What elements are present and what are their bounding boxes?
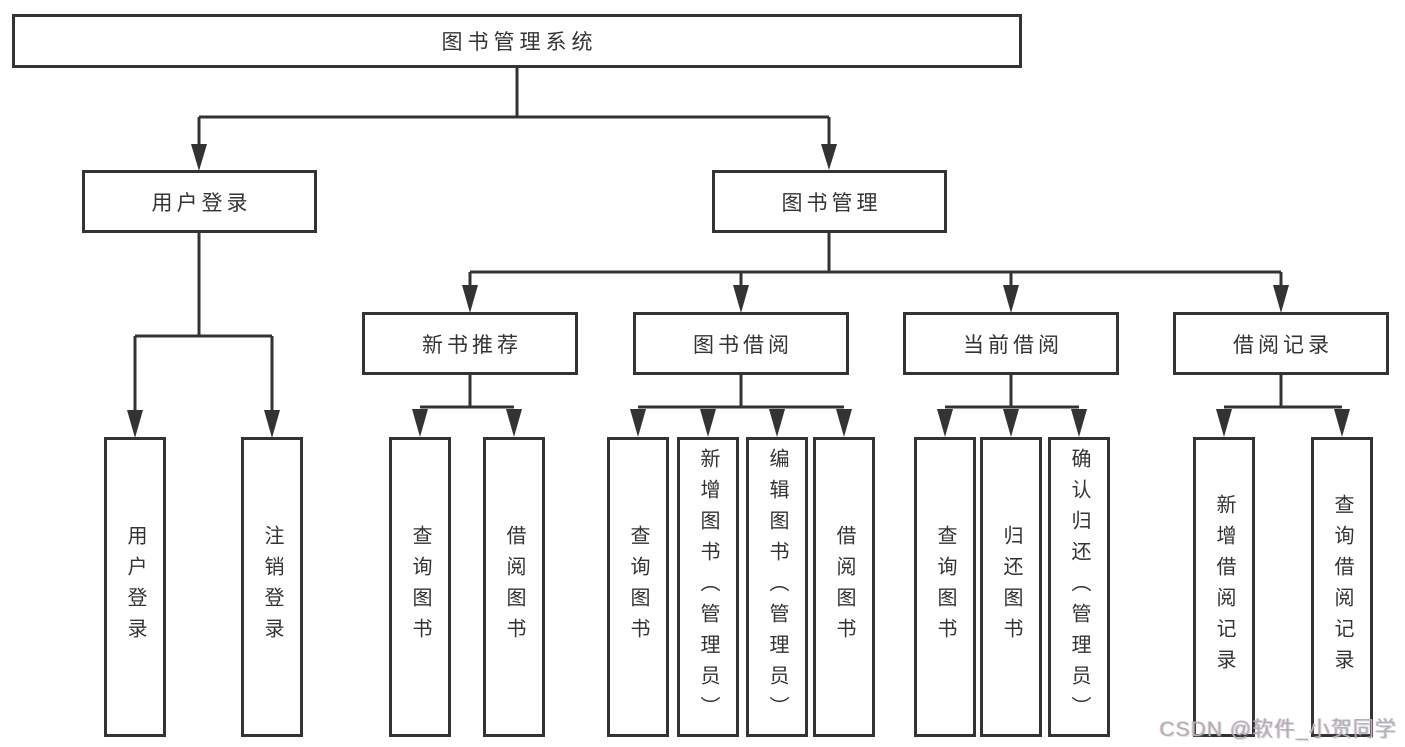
node-user-login: 用户登录 <box>82 170 317 233</box>
leaf-query-books-recommend: 查询图书 <box>389 437 451 737</box>
leaf-add-book-admin-label: 新增图书（管理员） <box>697 447 719 727</box>
leaf-query-books-borrow-label: 查询图书 <box>627 525 649 649</box>
leaf-borrow-books-recommend-label: 借阅图书 <box>503 525 525 649</box>
leaf-return-books-label: 归还图书 <box>1000 525 1022 649</box>
leaf-add-borrow-record-label: 新增借阅记录 <box>1213 494 1235 680</box>
node-borrowing-records: 借阅记录 <box>1173 312 1389 375</box>
leaf-query-books-current-label: 查询图书 <box>934 525 956 649</box>
leaf-borrow-books-recommend: 借阅图书 <box>483 437 545 737</box>
node-current-borrowing: 当前借阅 <box>903 312 1119 375</box>
node-book-borrowing: 图书借阅 <box>633 312 849 375</box>
csdn-watermark: CSDN @软件_小贺同学 <box>1159 718 1397 741</box>
leaf-query-borrow-record-label: 查询借阅记录 <box>1331 494 1353 680</box>
leaf-add-book-admin: 新增图书（管理员） <box>677 437 739 737</box>
leaf-add-borrow-record: 新增借阅记录 <box>1193 437 1255 737</box>
leaf-edit-book-admin: 编辑图书（管理员） <box>746 437 808 737</box>
leaf-confirm-return-admin-label: 确认归还（管理员） <box>1068 447 1090 727</box>
node-library-system: 图书管理系统 <box>12 14 1022 68</box>
node-new-book-recommendation: 新书推荐 <box>362 312 578 375</box>
leaf-borrow-books-label: 借阅图书 <box>833 525 855 649</box>
leaf-confirm-return-admin: 确认归还（管理员） <box>1048 437 1110 737</box>
node-book-management: 图书管理 <box>712 170 947 233</box>
leaf-query-books-recommend-label: 查询图书 <box>409 525 431 649</box>
leaf-user-login-label: 用户登录 <box>124 525 146 649</box>
leaf-query-borrow-record: 查询借阅记录 <box>1311 437 1373 737</box>
leaf-query-books-borrow: 查询图书 <box>607 437 669 737</box>
leaf-edit-book-admin-label: 编辑图书（管理员） <box>766 447 788 727</box>
leaf-logout-login-label: 注销登录 <box>261 525 283 649</box>
leaf-return-books: 归还图书 <box>980 437 1042 737</box>
leaf-logout-login: 注销登录 <box>241 437 303 737</box>
leaf-borrow-books: 借阅图书 <box>813 437 875 737</box>
leaf-query-books-current: 查询图书 <box>914 437 976 737</box>
leaf-user-login: 用户登录 <box>104 437 166 737</box>
